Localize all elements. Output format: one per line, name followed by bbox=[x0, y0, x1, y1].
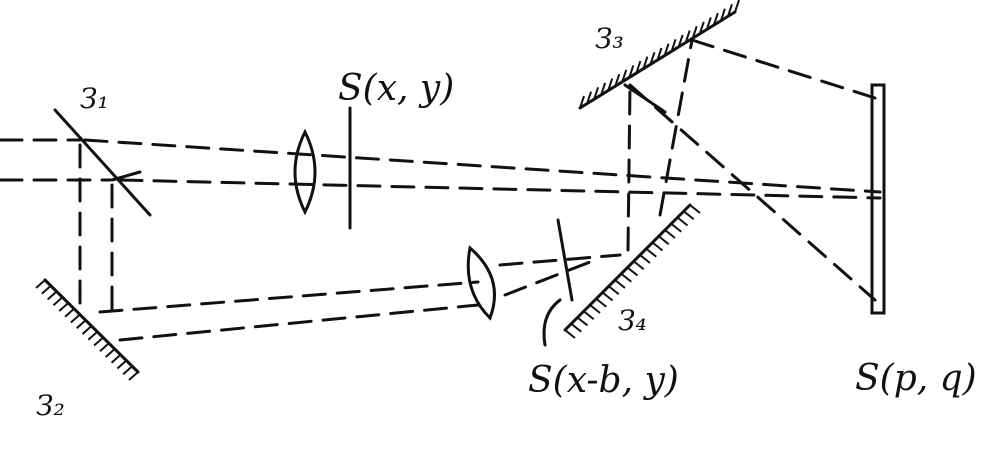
mirror-hatch-mark bbox=[35, 279, 46, 289]
mirror-4-label: З₄ bbox=[618, 304, 647, 337]
mirror-hatch-mark bbox=[601, 291, 614, 302]
mirror-hatch-mark bbox=[593, 86, 600, 100]
incoming-beams bbox=[0, 138, 112, 182]
mirror-hatch-mark bbox=[87, 331, 98, 341]
mirror-hatch-mark bbox=[570, 322, 582, 333]
mirror-hatch-mark bbox=[583, 310, 595, 321]
mirror-hatch-mark bbox=[52, 296, 64, 306]
mirror-hatch-mark bbox=[128, 371, 139, 381]
mirror-hatch-mark bbox=[705, 17, 712, 30]
mirror-hatch-mark bbox=[620, 272, 632, 283]
mirror-hatch-mark bbox=[586, 91, 592, 104]
mirror-hatch-mark bbox=[684, 30, 691, 43]
right-beam-paths bbox=[626, 38, 877, 302]
mirror-3 bbox=[578, 0, 740, 114]
mirror-hatch-mark bbox=[626, 266, 639, 277]
object-plane-label: S(x, y) bbox=[338, 68, 454, 109]
screen-plane-label: S(p, q) bbox=[855, 358, 977, 399]
mirror-hatch-mark bbox=[110, 354, 122, 364]
mirror-hatch-mark bbox=[727, 4, 733, 17]
mirror-hatch-mark bbox=[58, 302, 69, 312]
mirror-hatch-mark bbox=[645, 247, 657, 258]
lens-1 bbox=[293, 128, 317, 216]
mirror-4 bbox=[563, 203, 701, 339]
mirror-hatch-mark bbox=[658, 235, 670, 246]
mirror-hatch-mark bbox=[691, 25, 698, 39]
mirror-hatch-mark bbox=[719, 8, 726, 22]
shifted-plane-marker bbox=[542, 218, 574, 347]
mirror-hatch-mark bbox=[639, 254, 651, 264]
mirror-hatch-mark bbox=[116, 359, 128, 370]
mirror-hatch-mark bbox=[649, 52, 656, 65]
mirror-hatch-mark bbox=[698, 21, 705, 35]
mirror-1 bbox=[53, 108, 152, 217]
mirror-hatch-mark bbox=[614, 279, 626, 289]
mirror-hatch-mark bbox=[64, 308, 75, 318]
mirror-2 bbox=[35, 278, 140, 381]
vertical-beams-left bbox=[78, 143, 114, 322]
lower-beam-path bbox=[98, 253, 622, 342]
mirror-hatch-mark bbox=[41, 285, 52, 295]
mirror-hatch-mark bbox=[670, 222, 682, 233]
mirror-hatch-mark bbox=[670, 38, 677, 52]
shifted-plane-label: S(x-b, y) bbox=[528, 360, 679, 401]
mirror-hatch-mark bbox=[122, 365, 133, 375]
mirror-2-label: З₂ bbox=[36, 389, 65, 422]
mirror-hatch-mark bbox=[614, 73, 621, 87]
mirror-hatch-mark bbox=[712, 12, 719, 26]
mirror-hatch-mark bbox=[608, 285, 620, 296]
mirror-hatch-mark bbox=[635, 60, 642, 74]
mirror-hatch-mark bbox=[656, 47, 663, 61]
mirror-3-label: З₃ bbox=[595, 22, 624, 55]
mirror-hatch-mark bbox=[642, 56, 649, 70]
mirror-hatch-mark bbox=[607, 78, 614, 91]
mirror-hatch-mark bbox=[663, 43, 670, 56]
mirror-hatch-mark bbox=[589, 304, 601, 314]
mirror-hatch-mark bbox=[683, 210, 695, 221]
mirror-hatch-mark bbox=[81, 325, 93, 335]
mirror-hatch-mark bbox=[576, 316, 589, 327]
mirror-hatch-mark bbox=[105, 348, 116, 358]
mirror-hatch-mark bbox=[628, 65, 635, 78]
mirror-hatch-mark bbox=[46, 290, 58, 301]
mirror-hatch-mark bbox=[76, 319, 87, 329]
mirror-hatch-mark bbox=[579, 95, 585, 109]
mirror-hatch-mark bbox=[99, 342, 110, 352]
mirror-hatch-mark bbox=[676, 216, 689, 227]
mirror-hatch-mark bbox=[93, 336, 104, 347]
mirror-hatch-mark bbox=[651, 241, 664, 252]
mirror-hatch-mark bbox=[70, 313, 81, 324]
screen bbox=[870, 83, 886, 315]
mirror-hatch-mark bbox=[633, 260, 645, 271]
mirror-hatch-mark bbox=[600, 82, 607, 96]
mirror-hatch-mark bbox=[621, 69, 628, 83]
mirror-hatch-mark bbox=[689, 204, 701, 214]
mirror-hatch-mark bbox=[734, 0, 740, 13]
lens-2 bbox=[466, 245, 496, 321]
mirror-hatch-mark bbox=[564, 329, 576, 339]
mirror-hatch-mark bbox=[664, 229, 676, 239]
upper-beam-path bbox=[83, 138, 882, 200]
mirror-1-label: З₁ bbox=[80, 82, 109, 115]
mirror-hatch-mark bbox=[595, 297, 607, 308]
mirror-hatch-mark bbox=[677, 34, 684, 48]
